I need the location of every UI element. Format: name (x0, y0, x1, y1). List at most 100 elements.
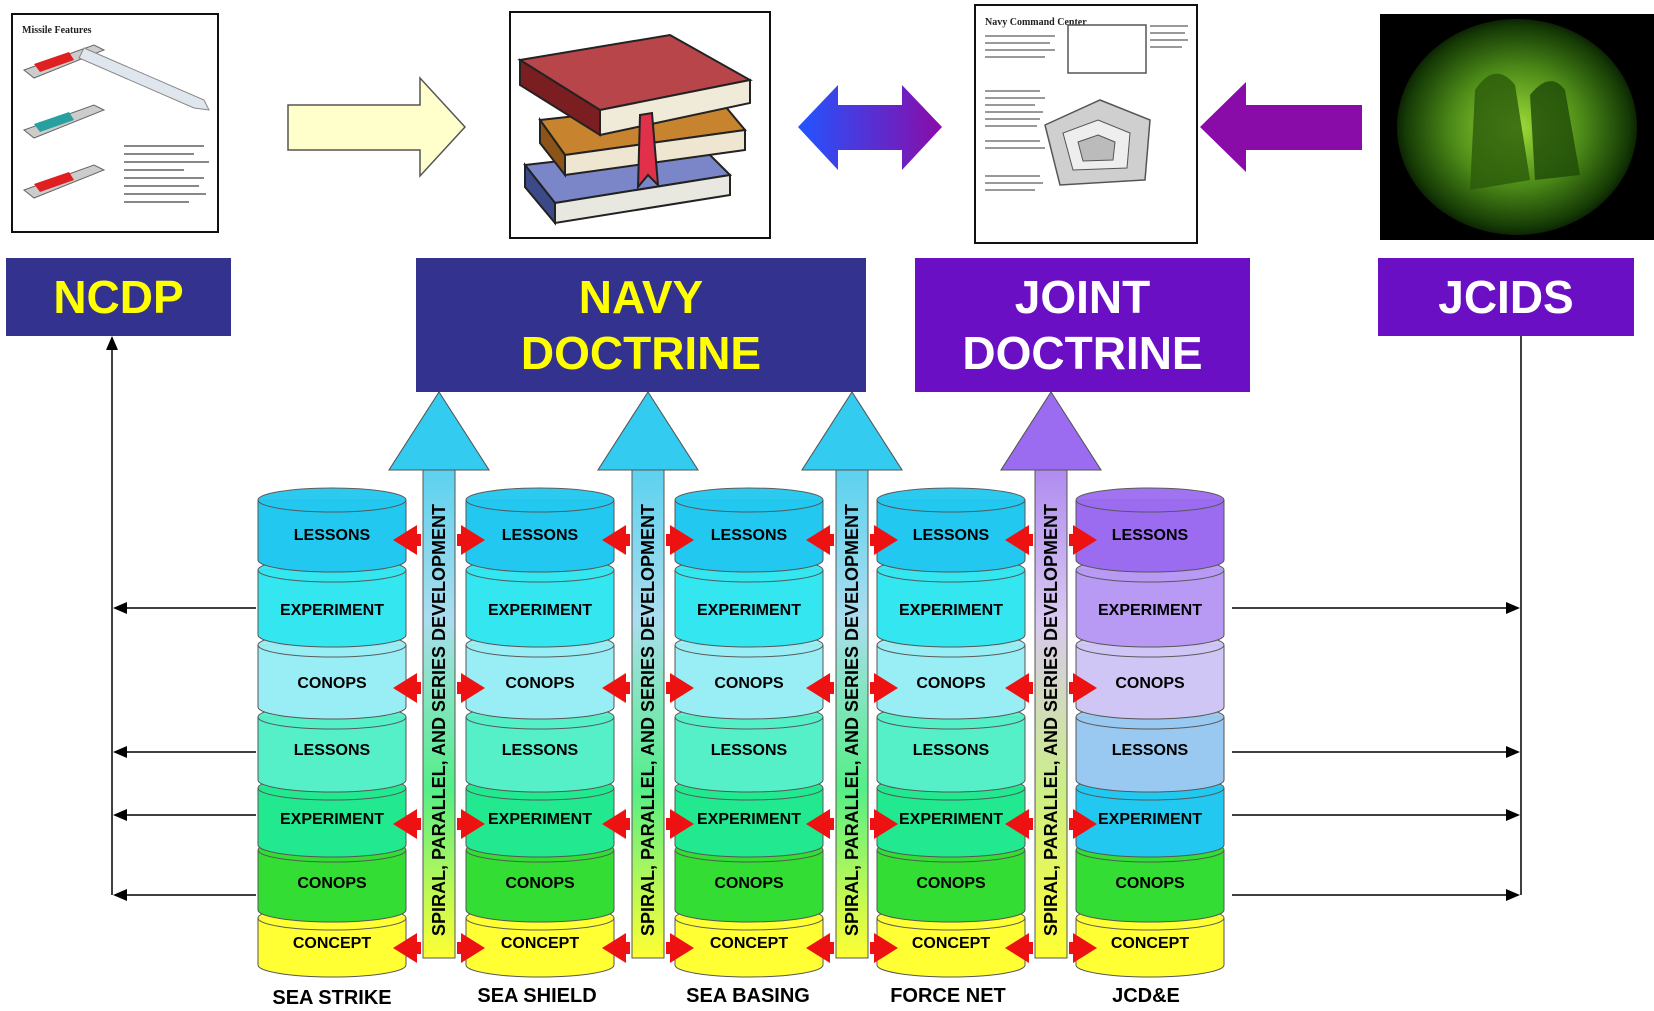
joint-title-line2: DOCTRINE (962, 327, 1203, 379)
side-feedback-lines (106, 336, 1522, 901)
exchange-arrows (393, 525, 1097, 963)
exchange-arrow (602, 933, 694, 963)
exchange-arrow (1005, 809, 1097, 839)
layer-label: CONCEPT (912, 935, 990, 952)
column-label-jcde: JCD&E (1112, 985, 1180, 1007)
layer-label: CONOPS (505, 875, 575, 892)
development-label: SPIRAL, PARALLEL, AND SERIES DEVELOPMENT (1041, 504, 1061, 936)
development-label: SPIRAL, PARALLEL, AND SERIES DEVELOPMENT (842, 504, 862, 936)
jcids-title: JCIDS (1438, 271, 1574, 323)
exchange-arrow (602, 525, 694, 555)
jcids-header: JCIDS (1378, 258, 1634, 336)
top-connectors (287, 76, 1362, 178)
pentagon-caption: Navy Command Center (985, 17, 1087, 28)
layer-label: LESSONS (294, 742, 371, 759)
layer-label: EXPERIMENT (697, 602, 801, 619)
layer-label: CONOPS (1115, 675, 1185, 692)
layer-label: EXPERIMENT (1098, 602, 1202, 619)
ncdp-title: NCDP (53, 271, 184, 323)
layer-label: CONOPS (1115, 875, 1185, 892)
arrow-navy-joint-exchange (798, 85, 942, 170)
layer-label: CONOPS (714, 675, 784, 692)
arrow-jcids-to-joint (1200, 82, 1362, 172)
layer-label: LESSONS (1112, 742, 1189, 759)
layer-label: LESSONS (502, 742, 579, 759)
layer-label: CONOPS (916, 675, 986, 692)
exchange-arrow (1005, 673, 1097, 703)
column-label-force-net: FORCE NET (890, 985, 1006, 1007)
column-label-sea-shield: SEA SHIELD (477, 985, 597, 1007)
exchange-arrow (1005, 933, 1097, 963)
layer-label: CONOPS (916, 875, 986, 892)
layer-label: CONOPS (297, 875, 367, 892)
development-arrow: SPIRAL, PARALLEL, AND SERIES DEVELOPMENT (1000, 391, 1102, 959)
cylinder-column: CONCEPT CONOPS EXPERIMENT LESSONS CONOPS EXPE… (876, 487, 1026, 978)
joint-title-line1: JOINT (1014, 271, 1151, 323)
exchange-arrow (393, 525, 485, 555)
navy-title-line1: NAVY (578, 271, 704, 323)
cylinder-segment: LESSONS (876, 487, 1026, 573)
exchange-arrow (393, 673, 485, 703)
layer-label: EXPERIMENT (1098, 811, 1202, 828)
arrow-ncdp-to-navy (287, 76, 467, 178)
exchange-arrow (806, 525, 898, 555)
cylinder-column: CONCEPT CONOPS EXPERIMENT LESSONS CONOPS EXPE… (465, 487, 615, 978)
missile-image: Missile Features (11, 13, 219, 233)
cylinder-segment: LESSONS (257, 487, 407, 573)
layer-label: EXPERIMENT (899, 811, 1003, 828)
layer-label: CONCEPT (501, 935, 579, 952)
cylinder-column: CONCEPT CONOPS EXPERIMENT LESSONS CONOPS EXPE… (1075, 487, 1225, 978)
exchange-arrow (806, 673, 898, 703)
layer-label: EXPERIMENT (488, 602, 592, 619)
layer-label: CONOPS (714, 875, 784, 892)
column-label-sea-basing: SEA BASING (686, 985, 810, 1007)
cylinder-segment: LESSONS (674, 487, 824, 573)
ncdp-header: NCDP (6, 258, 231, 336)
books-image (509, 11, 771, 239)
exchange-arrow (806, 933, 898, 963)
layer-label: CONCEPT (293, 935, 371, 952)
development-label: SPIRAL, PARALLEL, AND SERIES DEVELOPMENT (638, 504, 658, 936)
layer-label: CONOPS (297, 675, 367, 692)
navy-title-line2: DOCTRINE (520, 327, 762, 379)
exchange-arrow (806, 809, 898, 839)
exchange-arrow (1005, 525, 1097, 555)
layer-label: CONCEPT (710, 935, 788, 952)
exchange-arrow (602, 809, 694, 839)
cylinder-segment: LESSONS (465, 487, 615, 573)
layer-label: EXPERIMENT (280, 811, 384, 828)
layer-label: EXPERIMENT (488, 811, 592, 828)
development-label: SPIRAL, PARALLEL, AND SERIES DEVELOPMENT (429, 504, 449, 936)
column-label-sea-strike: SEA STRIKE (272, 987, 392, 1009)
exchange-arrow (393, 809, 485, 839)
layer-label: LESSONS (913, 742, 990, 759)
layer-label: CONCEPT (1111, 935, 1189, 952)
layer-label: EXPERIMENT (280, 602, 384, 619)
development-arrow: SPIRAL, PARALLEL, AND SERIES DEVELOPMENT (388, 391, 490, 959)
missile-caption: Missile Features (22, 25, 92, 36)
layer-label: LESSONS (1112, 527, 1189, 544)
exchange-arrow (602, 673, 694, 703)
cylinder-columns: CONCEPT CONOPS EXPERIMENT LESSONS CONOPS EXPE… (257, 487, 1225, 978)
pentagon-image: Navy Command Center (974, 4, 1198, 244)
development-arrows: SPIRAL, PARALLEL, AND SERIES DEVELOPMENT… (388, 391, 1102, 959)
nightvision-image (1380, 14, 1654, 240)
cylinder-segment: LESSONS (1075, 487, 1225, 573)
layer-label: EXPERIMENT (697, 811, 801, 828)
layer-label: LESSONS (502, 527, 579, 544)
cylinder-column: CONCEPT CONOPS EXPERIMENT LESSONS CONOPS EXPE… (674, 487, 824, 978)
layer-label: LESSONS (711, 742, 788, 759)
layer-label: EXPERIMENT (899, 602, 1003, 619)
layer-label: LESSONS (913, 527, 990, 544)
development-arrow: SPIRAL, PARALLEL, AND SERIES DEVELOPMENT (801, 391, 903, 959)
layer-label: CONOPS (505, 675, 575, 692)
layer-label: LESSONS (711, 527, 788, 544)
layer-label: LESSONS (294, 527, 371, 544)
cylinder-column: CONCEPT CONOPS EXPERIMENT LESSONS CONOPS EXPE… (257, 487, 407, 978)
development-arrow: SPIRAL, PARALLEL, AND SERIES DEVELOPMENT (597, 391, 699, 959)
exchange-arrow (393, 933, 485, 963)
